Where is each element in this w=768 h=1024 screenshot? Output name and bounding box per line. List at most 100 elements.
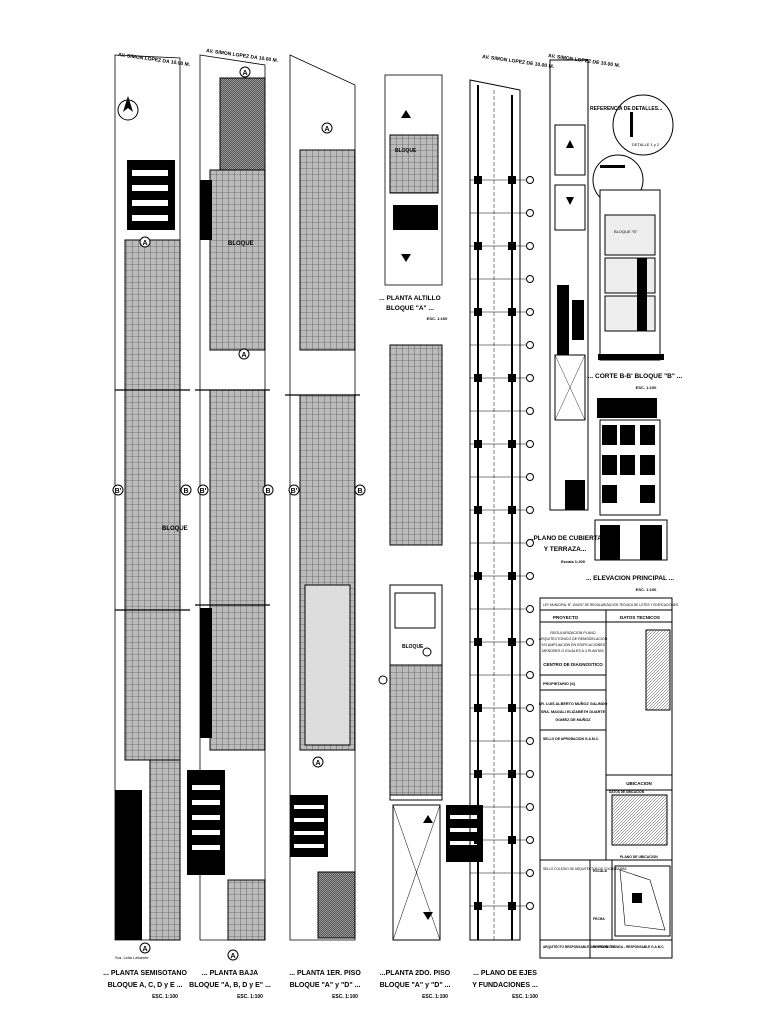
footing bbox=[474, 308, 482, 316]
plan-caption-4-2: ESC. 1:100 bbox=[512, 994, 538, 1000]
tb-datos-ubicacion: DATOS DE UBICACION bbox=[609, 790, 645, 794]
footing bbox=[508, 176, 516, 184]
bloque-label: BLOQUE bbox=[162, 526, 188, 532]
plan-caption-4-0: ... PLANO DE EJES bbox=[473, 970, 537, 977]
bloque-label-2: BLOQUE bbox=[228, 241, 254, 247]
plan-ejes-fundaciones bbox=[469, 79, 534, 941]
axis-bubble bbox=[526, 539, 534, 547]
axis-bubble bbox=[526, 803, 534, 811]
section-marker-b-prime: B' bbox=[115, 488, 122, 495]
plan-caption-3-1: BLOQUE "A" y "D" ... bbox=[380, 982, 451, 989]
axis-bubble bbox=[526, 902, 534, 910]
axis-bubble bbox=[526, 308, 534, 316]
tb-fecha: FECHA bbox=[593, 917, 605, 921]
tb-colegio: SELLO COLEGIO DE ARQUITECTOS DE COCHABAM… bbox=[543, 867, 627, 871]
footing bbox=[508, 770, 516, 778]
axis-bubble bbox=[526, 242, 534, 250]
street-label-4: AV. SIMON LOPEZ DE 10.00 M. bbox=[548, 53, 621, 69]
footing bbox=[474, 374, 482, 382]
footing bbox=[508, 902, 516, 910]
section-marker-a-2: A bbox=[242, 70, 247, 77]
plan-caption-2-1: BLOQUE "A" y "D" ... bbox=[290, 982, 361, 989]
corte-title: ... CORTE B-B' BLOQUE "B" ... bbox=[588, 373, 683, 380]
tb-owner-2: GOMEZ DE MUÑOZ bbox=[555, 717, 591, 722]
footing bbox=[474, 902, 482, 910]
tb-plano-ubicacion: PLANO DE UBICACION bbox=[620, 855, 658, 859]
section-marker-b-prime-2: B' bbox=[200, 488, 207, 495]
footing bbox=[474, 242, 482, 250]
section-marker-b: B bbox=[183, 488, 188, 495]
section-marker-b-2: B bbox=[265, 488, 270, 495]
detail-references: REFERENCIA DE DETALLES... DETALLE 1 y 2 bbox=[590, 94, 674, 206]
section-marker-a-4: A bbox=[230, 953, 235, 960]
bloque-label-3: BLOQUE bbox=[395, 148, 417, 154]
tb-centro: CENTRO DE DIAGNOSTICO bbox=[543, 662, 603, 667]
tb-header: LEY MUNICIPAL N° 1042/97 DE REGULARIZACI… bbox=[543, 603, 678, 607]
footing bbox=[508, 704, 516, 712]
plan-caption-3-2: ESC. 1:100 bbox=[422, 994, 448, 1000]
plan-caption-4-1: Y FUNDACIONES ... bbox=[472, 982, 538, 989]
bloque-label-4: BLOQUE bbox=[402, 644, 424, 650]
plan-caption-3-0: ...PLANTA 2DO. PISO bbox=[380, 970, 451, 977]
section-marker-b-prime-3: B' bbox=[291, 488, 298, 495]
footing bbox=[508, 572, 516, 580]
tb-ubicacion: UBICACION bbox=[626, 781, 652, 786]
axis-bubble bbox=[526, 275, 534, 283]
plan-caption-0-0: ... PLANTA SEMISOTANO bbox=[103, 970, 187, 977]
section-marker-a-3: A bbox=[241, 352, 246, 359]
axis-bubble bbox=[526, 374, 534, 382]
elevacion-principal bbox=[594, 398, 668, 561]
axis-bubble bbox=[526, 341, 534, 349]
footing bbox=[508, 308, 516, 316]
section-marker-a-bottom: A bbox=[142, 946, 147, 953]
altillo-title-2: BLOQUE "A" ... bbox=[386, 305, 434, 312]
cubierta-plan bbox=[549, 59, 589, 511]
tb-sello: SELLO DE APROBACION G.A.M.C. bbox=[543, 737, 599, 741]
footing bbox=[474, 638, 482, 646]
footing bbox=[474, 770, 482, 778]
cubierta-title-2: Y TERRAZA... bbox=[544, 546, 587, 553]
plan-caption-1-1: BLOQUE "A, B, D y E" ... bbox=[189, 982, 271, 989]
footing bbox=[474, 506, 482, 514]
tb-desc-0: REGULARIZACION PLANO bbox=[550, 631, 595, 635]
axis-bubble bbox=[526, 407, 534, 415]
section-marker-a-5: A bbox=[324, 126, 329, 133]
street-label-1: AV. SIMON LOPEZ DA 10.00 M. bbox=[118, 52, 191, 68]
section-marker-a-6: A bbox=[315, 760, 320, 767]
footing bbox=[474, 836, 482, 844]
tb-owner-1: SRA. MAGALI ELIZABETH DUARTE bbox=[541, 710, 606, 714]
axis-bubble bbox=[526, 869, 534, 877]
title-block: LEY MUNICIPAL N° 1042/97 DE REGULARIZACI… bbox=[539, 597, 678, 959]
axis-bubble bbox=[526, 836, 534, 844]
footing bbox=[474, 440, 482, 448]
footing bbox=[508, 242, 516, 250]
axis-bubble bbox=[526, 605, 534, 613]
footing bbox=[508, 638, 516, 646]
tb-desc-2: Y/O AMPLIACION EN EDIFICACIONES bbox=[541, 643, 606, 647]
altillo-scale: ESC. 1:100 bbox=[427, 316, 448, 321]
elevacion-scale: ESC. 1:100 bbox=[636, 587, 657, 592]
tb-proyecto: PROYECTO bbox=[553, 615, 579, 620]
detalle-label: DETALLE 1 y 2 bbox=[632, 142, 660, 147]
plan-caption-1-2: ESC. 1:100 bbox=[237, 994, 263, 1000]
cubierta-scale: Escala 1:200 bbox=[561, 559, 586, 564]
axis-bubble bbox=[526, 770, 534, 778]
footing bbox=[508, 374, 516, 382]
footing bbox=[474, 704, 482, 712]
plan-caption-1-0: ... PLANTA BAJA bbox=[202, 970, 258, 977]
axis-bubble bbox=[526, 440, 534, 448]
plan-caption-2-0: ... PLANTA 1ER. PISO bbox=[289, 970, 361, 977]
footing bbox=[508, 506, 516, 514]
axis-bubble bbox=[526, 572, 534, 580]
footing bbox=[474, 572, 482, 580]
plan-caption-0-2: ESC. 1:100 bbox=[152, 994, 178, 1000]
footing bbox=[508, 440, 516, 448]
plan-2do-piso: BLOQUE BLOQUE bbox=[378, 74, 483, 941]
tb-datos: DATOS TECNICOS bbox=[620, 615, 660, 620]
altillo-title-1: ... PLANTA ALTILLO bbox=[379, 295, 440, 302]
bloque-b-label: BLOQUE "B" bbox=[614, 229, 638, 234]
elevacion-title: ... ELEVACION PRINCIPAL ... bbox=[586, 575, 674, 582]
axis-bubble bbox=[526, 176, 534, 184]
cubierta-title-1: ...PLANO DE CUBIERTA bbox=[528, 535, 602, 542]
